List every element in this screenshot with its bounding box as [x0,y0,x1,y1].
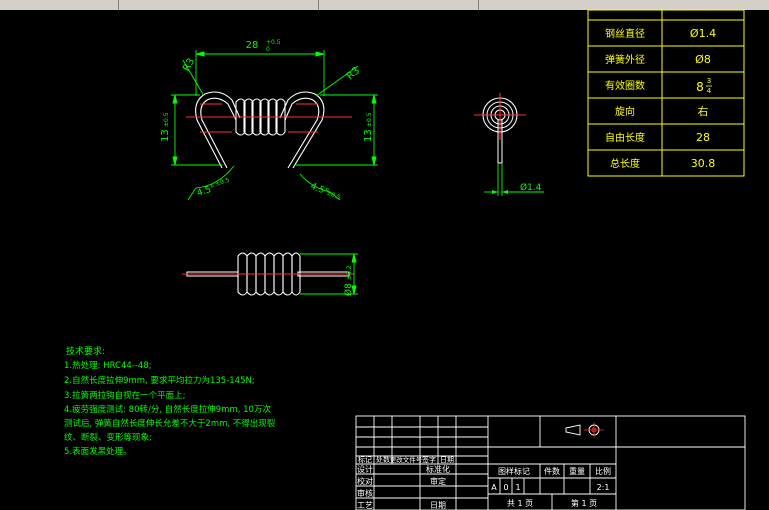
rev-header-date: 日期 [440,456,454,464]
sheet-total: 共 1 页 [507,499,533,508]
note-line-6: 纹、断裂、变形等现象; [64,432,152,443]
title-block [355,415,746,510]
label-standard: 标准化 [426,464,450,474]
header-qty: 件数 [544,466,560,476]
param-value-active-coils-den: 4 [707,87,712,95]
note-line-3: 3.拉簧两拉钩自视在一个平面上; [64,390,185,401]
sheet-number: 第 1 页 [571,498,597,508]
note-line-1: 1.热处理: HRC44--48; [64,360,152,371]
label-date: 日期 [430,501,446,510]
param-label-free-length: 自由长度 [605,131,645,144]
rev-header-count: 处数 [376,455,390,464]
top-view-dimension [300,253,358,295]
label-approve: 审定 [430,476,446,486]
dim-height-right: 13 [363,129,374,142]
dim-outer-dia: Ø8 [343,283,354,296]
parameter-table [587,9,745,177]
note-line-2: 2.自然长度拉伸9mm, 要求平均拉力为135-145N; [64,375,255,386]
dim-angle-left: 4.5° [196,184,217,199]
side-view-spring [474,93,544,196]
dim-radius-left: R3 [181,56,197,73]
scale-value: 2:1 [597,483,610,492]
rev-header-sign: 签字 [422,455,436,464]
note-line-4: 4.疲劳强度测试: 80转/分, 自然长度拉伸9mm, 10万次 [64,404,271,415]
param-value-direction: 右 [698,104,709,118]
notes-title: 技术要求: [66,345,105,357]
note-line-7: 5.表面发黑处理。 [64,446,132,457]
dim-radius-right: R3 [345,65,362,82]
header-scale: 比例 [595,466,611,476]
top-view-spring [186,252,350,296]
label-review: 审核 [357,488,373,498]
toolbar-strip [0,0,769,10]
param-value-active-coils-num: 3 [707,77,711,85]
mark-0: 0 [503,483,508,492]
technical-notes: 技术要求: 1.热处理: HRC44--48; 2.自然长度拉伸9mm, 要求平… [64,345,276,457]
param-label-wire-dia: 钢丝直径 [605,27,645,40]
front-view-dimensions [171,50,378,201]
front-view-spring [195,91,325,169]
dim-angle-left-tol: ±0.5 [214,177,230,188]
param-label-total-length: 总长度 [610,157,640,170]
header-drawing-mark: 图样标记 [498,466,530,476]
dim-wire-dia: Ø1.4 [520,182,542,193]
mark-1: 1 [515,483,520,492]
title-block-text: 标记 处数 更改文件号 签字 日期 设计 校对 审核 工艺 标准化 审定 日期 … [357,455,611,510]
dim-length-text: 28 [246,40,259,51]
param-value-active-coils: 8 [696,80,704,94]
param-value-free-length: 28 [696,131,710,144]
param-value-outer-dia: Ø8 [695,53,711,66]
rev-header-mark: 标记 [358,455,372,464]
header-weight: 重量 [569,466,585,476]
param-label-active-coils: 有效圈数 [605,79,645,92]
dim-outer-dia-tol: ±0.2 [346,265,353,280]
label-design: 设计 [357,464,373,474]
front-view-centerlines [186,103,352,133]
dim-angle-right-tol: ±0.5 [325,189,341,201]
dim-length-tol-lower: 0 [266,46,270,53]
param-value-wire-dia: Ø1.4 [690,27,716,40]
rev-header-changefile: 更改文件号 [390,455,423,464]
param-label-direction: 旋向 [615,105,635,118]
label-process: 工艺 [357,501,373,510]
dim-height-left: 13 [160,129,171,142]
dim-length-tol-upper: +0.5 [266,39,281,46]
mark-a: A [491,483,497,492]
param-label-outer-dia: 弹簧外径 [605,53,645,66]
label-check: 校对 [357,476,373,486]
param-value-total-length: 30.8 [691,157,716,170]
dim-height-right-tol: ±0.5 [366,112,373,127]
dim-height-left-tol: ±0.5 [163,112,170,127]
note-line-5: 测试后, 弹簧自然长度伸长允差不大于2mm, 不得出现裂 [64,418,276,429]
